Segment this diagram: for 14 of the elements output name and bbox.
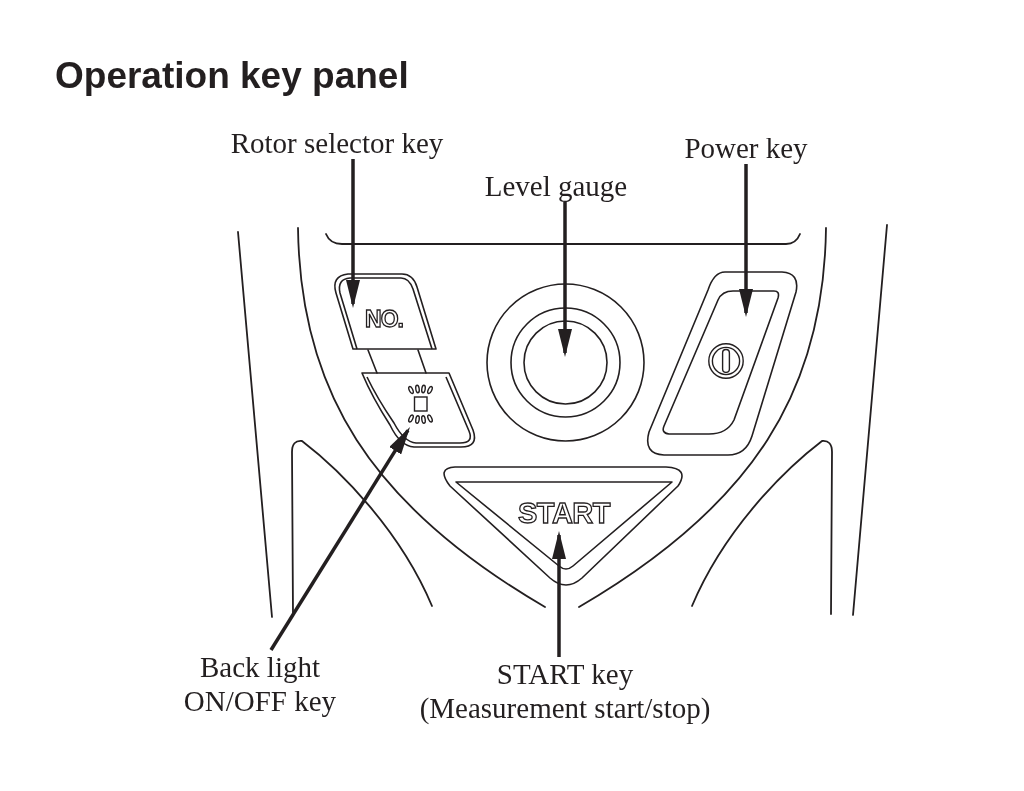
callout-label: (Measurement start/stop) [418,691,712,725]
callout-label: Back light ON/OFF key [182,650,338,718]
title: Operation key panel [55,55,409,97]
callout-label: Level gauge [483,170,629,202]
callout-label: Power key [683,132,809,164]
arrow [552,531,566,657]
arrow [269,427,410,651]
callout-label: Rotor selector key [229,127,445,159]
arrow [739,164,753,317]
key-label: NO. [364,307,404,331]
key-label: START [517,498,612,528]
arrow [346,159,360,308]
arrow [558,202,572,357]
callout-label: START key [495,657,635,691]
